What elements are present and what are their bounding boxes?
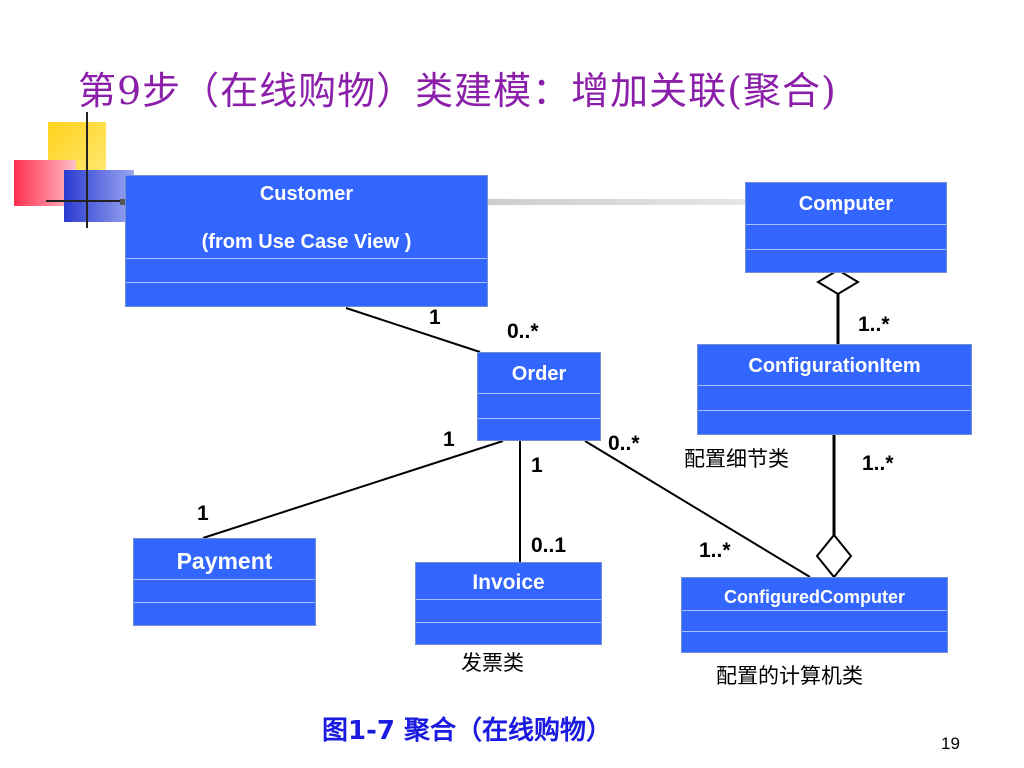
operations-compartment: [698, 410, 971, 411]
aggregation-diamond-computer: [816, 268, 860, 296]
attributes-compartment: [126, 258, 487, 281]
class-name: Order: [511, 363, 567, 385]
multiplicity-label: 1..*: [858, 313, 890, 336]
note-invoice: 发票类: [461, 651, 524, 675]
note-configured-computer: 配置的计算机类: [716, 664, 863, 688]
class-computer[interactable]: Computer: [745, 182, 947, 273]
class-order[interactable]: Order: [477, 352, 601, 441]
class-name: Payment: [176, 548, 273, 574]
multiplicity-label: 1: [531, 454, 543, 477]
slide-title: 第9步（在线购物）类建模：增加关联(聚合): [78, 69, 837, 113]
attributes-compartment: [682, 610, 947, 631]
multiplicity-label: 0..*: [507, 320, 539, 343]
class-name: ConfigurationItem: [748, 355, 921, 377]
multiplicity-label: 1: [197, 502, 209, 525]
class-name: Computer: [798, 193, 894, 215]
association-customer-order: [345, 307, 481, 353]
multiplicity-label: 1..*: [862, 452, 894, 475]
note-configuration-item: 配置细节类: [684, 447, 789, 471]
multiplicity-label: 1..*: [699, 539, 731, 562]
attributes-compartment: [416, 599, 601, 622]
multiplicity-label: 0..*: [608, 432, 640, 455]
class-name: Invoice: [472, 571, 545, 594]
figure-caption: 图1-7 聚合（在线购物）: [322, 716, 613, 746]
association-order-configured: [584, 440, 811, 578]
multiplicity-label: 0..1: [531, 534, 567, 557]
multiplicity-label: 1: [429, 306, 441, 329]
multiplicity-label: 1: [443, 428, 455, 451]
attributes-compartment: [134, 579, 315, 602]
operations-compartment: [682, 631, 947, 632]
class-stereotype: (from Use Case View ): [201, 231, 412, 253]
operations-compartment: [126, 282, 487, 283]
operations-compartment: [416, 622, 601, 623]
operations-compartment: [134, 602, 315, 603]
attributes-compartment: [746, 224, 946, 249]
aggregation-diamond-configured: [815, 533, 853, 579]
association-order-payment: [202, 440, 504, 539]
class-configuration-item[interactable]: ConfigurationItem: [697, 344, 972, 435]
class-name: ConfiguredComputer: [724, 587, 905, 607]
class-configured-computer[interactable]: ConfiguredComputer: [681, 577, 948, 653]
class-invoice[interactable]: Invoice: [415, 562, 602, 645]
class-payment[interactable]: Payment: [133, 538, 316, 626]
page-number: 19: [941, 734, 960, 753]
operations-compartment: [478, 418, 600, 419]
class-customer[interactable]: Customer (from Use Case View ): [125, 175, 488, 307]
attributes-compartment: [698, 385, 971, 410]
operations-compartment: [746, 249, 946, 250]
attributes-compartment: [478, 393, 600, 418]
class-name: Customer: [259, 183, 354, 205]
